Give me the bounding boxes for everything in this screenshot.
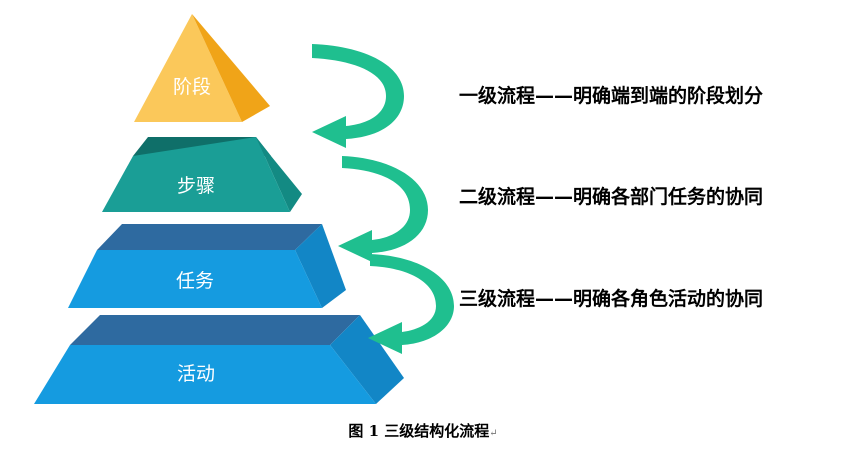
tier-task-top xyxy=(97,224,322,250)
flow-arrows xyxy=(312,44,454,354)
tier-activity: 活动 xyxy=(34,315,404,404)
tier-task-label: 任务 xyxy=(176,270,214,292)
curved-arrow-2 xyxy=(338,156,428,262)
tier-step: 步骤 xyxy=(102,137,302,212)
figure-caption: 图 1 三级结构化流程↵ xyxy=(0,420,846,441)
tier-activity-top xyxy=(70,315,360,345)
level-1-description: 一级流程——明确端到端的阶段划分 xyxy=(459,85,764,107)
tier-activity-side xyxy=(330,315,404,404)
tier-task: 任务 xyxy=(68,224,346,308)
curved-arrow-3 xyxy=(368,254,454,354)
tier-activity-label: 活动 xyxy=(177,363,215,385)
paragraph-mark: ↵ xyxy=(489,428,498,439)
tier-stage-front xyxy=(134,14,242,122)
tier-step-side xyxy=(256,137,302,212)
tier-task-side xyxy=(295,224,346,308)
level-3-description: 三级流程——明确各角色活动的协同 xyxy=(459,288,764,310)
tier-step-label: 步骤 xyxy=(177,175,215,197)
tier-stage-label: 阶段 xyxy=(173,76,211,98)
tier-task-front xyxy=(68,250,322,308)
tier-activity-front xyxy=(34,345,376,404)
curved-arrow-1 xyxy=(312,44,404,148)
tier-stage-side xyxy=(192,14,270,122)
level-2-description: 二级流程——明确各部门任务的协同 xyxy=(459,186,764,208)
figure-caption-text: 图 1 三级结构化流程 xyxy=(348,422,490,440)
tier-step-front xyxy=(102,137,290,212)
tier-stage: 阶段 xyxy=(134,14,270,122)
